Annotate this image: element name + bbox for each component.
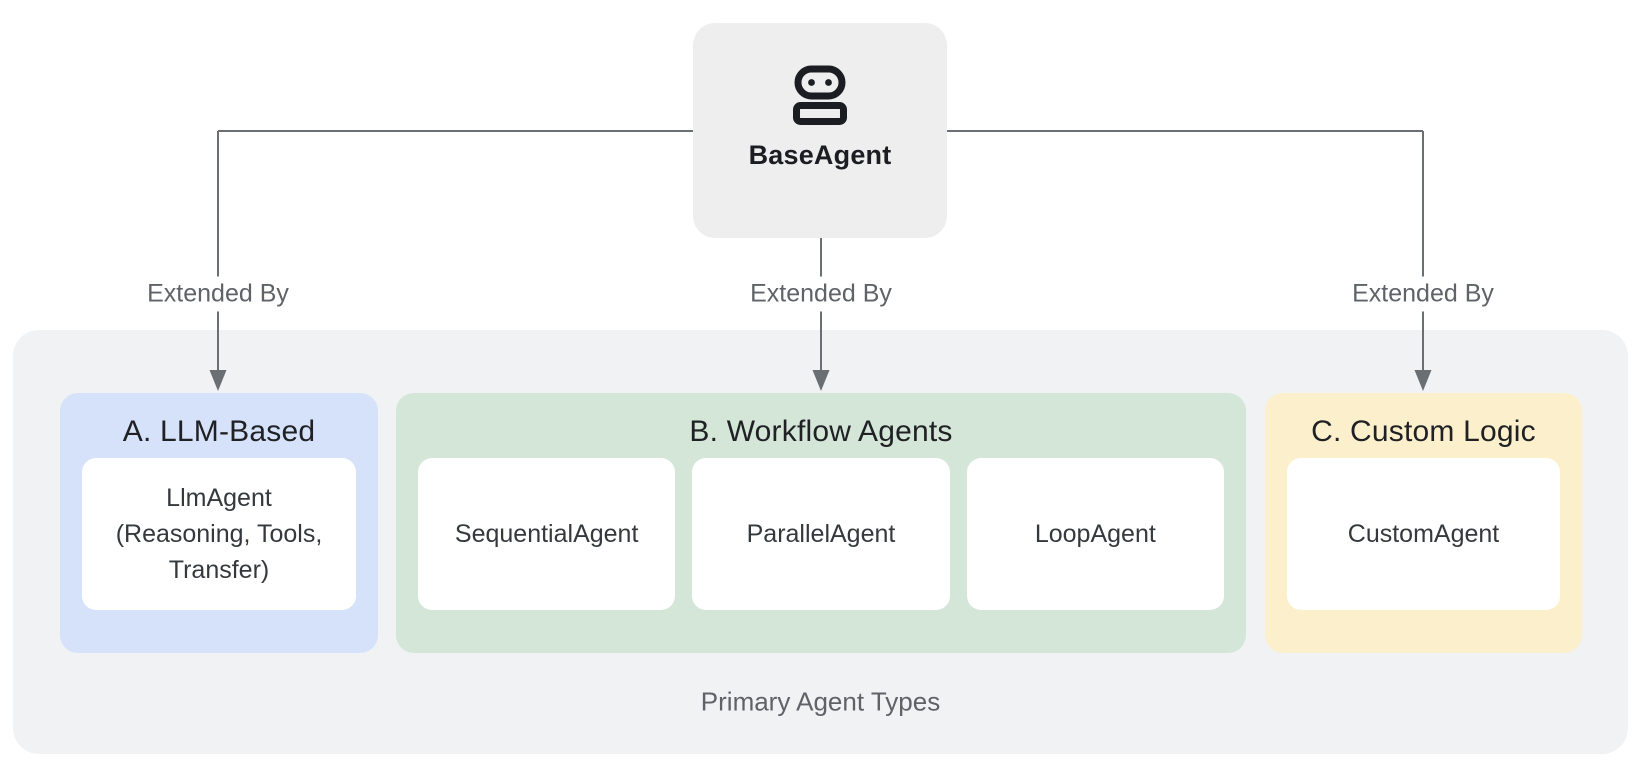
container-caption: Primary Agent Types [700,686,941,717]
primary-agent-types-container: A. LLM-Based LlmAgent (Reasoning, Tools,… [13,330,1628,754]
section-title-llm-based: A. LLM-Based [122,415,316,448]
section-llm-based: A. LLM-Based LlmAgent (Reasoning, Tools,… [60,393,378,653]
agent-card-custom-agent: CustomAgent [1287,458,1560,610]
section-workflow-agents: B. Workflow Agents SequentialAgent Paral… [396,393,1246,653]
extended-by-label-right: Extended By [1342,276,1504,312]
agent-card-llm-agent: LlmAgent (Reasoning, Tools, Transfer) [82,458,356,610]
card-row: SequentialAgent ParallelAgent LoopAgent [418,458,1224,610]
robot-icon [792,65,848,130]
section-title-custom-logic: C. Custom Logic [1311,415,1536,448]
card-row: CustomAgent [1287,458,1560,610]
agent-card-loop-agent: LoopAgent [966,458,1224,610]
base-agent-node: BaseAgent [693,23,947,238]
section-title-workflow-agents: B. Workflow Agents [689,415,953,448]
card-row: LlmAgent (Reasoning, Tools, Transfer) [82,458,356,610]
card-label: SequentialAgent [454,520,639,548]
card-label: LlmAgent (Reasoning, Tools, Transfer) [115,484,323,584]
agent-card-sequential-agent: SequentialAgent [418,458,676,610]
section-custom-logic: C. Custom Logic CustomAgent [1265,393,1582,653]
extended-by-label-middle: Extended By [740,276,902,312]
card-label: ParallelAgent [746,520,896,548]
base-agent-label: BaseAgent [748,139,892,170]
agent-card-parallel-agent: ParallelAgent [692,458,950,610]
card-label: LoopAgent [1034,520,1156,548]
card-label: CustomAgent [1347,520,1500,548]
extended-by-label-left: Extended By [137,276,299,312]
